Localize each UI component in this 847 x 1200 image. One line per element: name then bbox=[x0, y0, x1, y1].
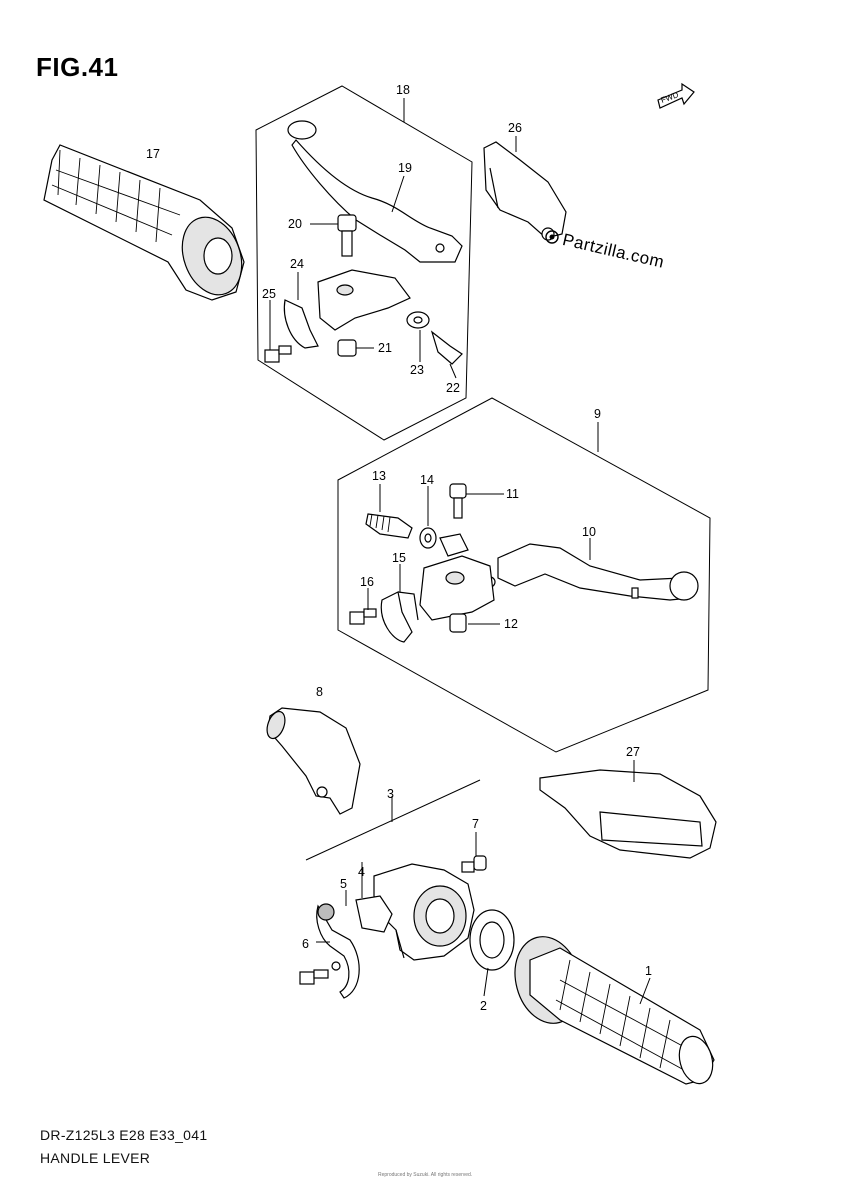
forward-arrow-icon: FWD bbox=[657, 82, 695, 109]
callout-23: 23 bbox=[410, 363, 424, 377]
callout-5: 5 bbox=[340, 877, 347, 891]
callout-8: 8 bbox=[316, 685, 323, 699]
callout-10: 10 bbox=[582, 525, 596, 539]
screw-small bbox=[299, 961, 341, 985]
callout-3: 3 bbox=[387, 787, 394, 801]
right-grip-part-1 bbox=[514, 936, 715, 1085]
callout-1: 1 bbox=[645, 964, 652, 978]
clamp-part-15 bbox=[380, 591, 419, 643]
callout-24: 24 bbox=[290, 257, 304, 271]
lever-part-10 bbox=[484, 543, 699, 601]
lever-part-19 bbox=[287, 120, 463, 263]
cap-part-5 bbox=[355, 895, 393, 933]
callout-4: 4 bbox=[358, 865, 365, 879]
boot-part-26 bbox=[483, 141, 567, 241]
callout-2: 2 bbox=[480, 999, 487, 1013]
bolt-part-16 bbox=[349, 608, 377, 625]
callout-12: 12 bbox=[504, 617, 518, 631]
callout-21: 21 bbox=[378, 341, 392, 355]
callout-20: 20 bbox=[288, 217, 302, 231]
callout-15: 15 bbox=[392, 551, 406, 565]
cover-part-6 bbox=[316, 903, 360, 999]
callout-14: 14 bbox=[420, 473, 434, 487]
bolt-part-20 bbox=[337, 214, 357, 257]
figure-title: FIG.41 bbox=[36, 52, 119, 82]
callout-26: 26 bbox=[508, 121, 522, 135]
callout-16: 16 bbox=[360, 575, 374, 589]
washer-part-23 bbox=[406, 311, 430, 329]
callout-25: 25 bbox=[262, 287, 276, 301]
housing-reference-line bbox=[305, 779, 481, 861]
bolt-part-25 bbox=[264, 345, 292, 363]
callout-7: 7 bbox=[472, 817, 479, 831]
copyright-icon bbox=[545, 230, 559, 244]
nut-part-14 bbox=[419, 527, 437, 549]
callout-22: 22 bbox=[446, 381, 460, 395]
fine-print: Reproduced by Suzuki. All rights reserve… bbox=[378, 1172, 473, 1178]
bolt-part-11 bbox=[449, 483, 467, 519]
lever-assembly-9-frame bbox=[337, 397, 711, 753]
screw-part-7 bbox=[461, 855, 487, 873]
callout-11: 11 bbox=[506, 487, 519, 501]
throttle-tube-part-8 bbox=[266, 707, 361, 815]
adjuster-part-13 bbox=[365, 513, 413, 539]
callout-labels: 1 2 3 4 5 6 7 8 9 10 11 12 13 14 15 16 1… bbox=[146, 83, 652, 1013]
lever-holder-part-24 bbox=[283, 269, 411, 349]
nut-part-21 bbox=[337, 339, 357, 357]
boot-part-27 bbox=[539, 769, 717, 859]
lever-holder-middle bbox=[419, 533, 495, 621]
callout-13: 13 bbox=[372, 469, 386, 483]
section-name: HANDLE LEVER bbox=[40, 1150, 151, 1166]
model-code: DR-Z125L3 E28 E33_041 bbox=[40, 1127, 208, 1143]
leader-lines bbox=[269, 98, 651, 1005]
callout-18: 18 bbox=[396, 83, 410, 97]
callout-9: 9 bbox=[594, 407, 601, 421]
screw-part-22 bbox=[430, 330, 463, 365]
callout-27: 27 bbox=[626, 745, 640, 759]
callout-17: 17 bbox=[146, 147, 160, 161]
callout-19: 19 bbox=[398, 161, 412, 175]
left-grip-part-17 bbox=[43, 144, 245, 301]
nut-part-12 bbox=[449, 613, 467, 633]
callout-6: 6 bbox=[302, 937, 309, 951]
lever-assembly-18-frame bbox=[255, 85, 473, 441]
ring-part-2 bbox=[469, 909, 515, 971]
